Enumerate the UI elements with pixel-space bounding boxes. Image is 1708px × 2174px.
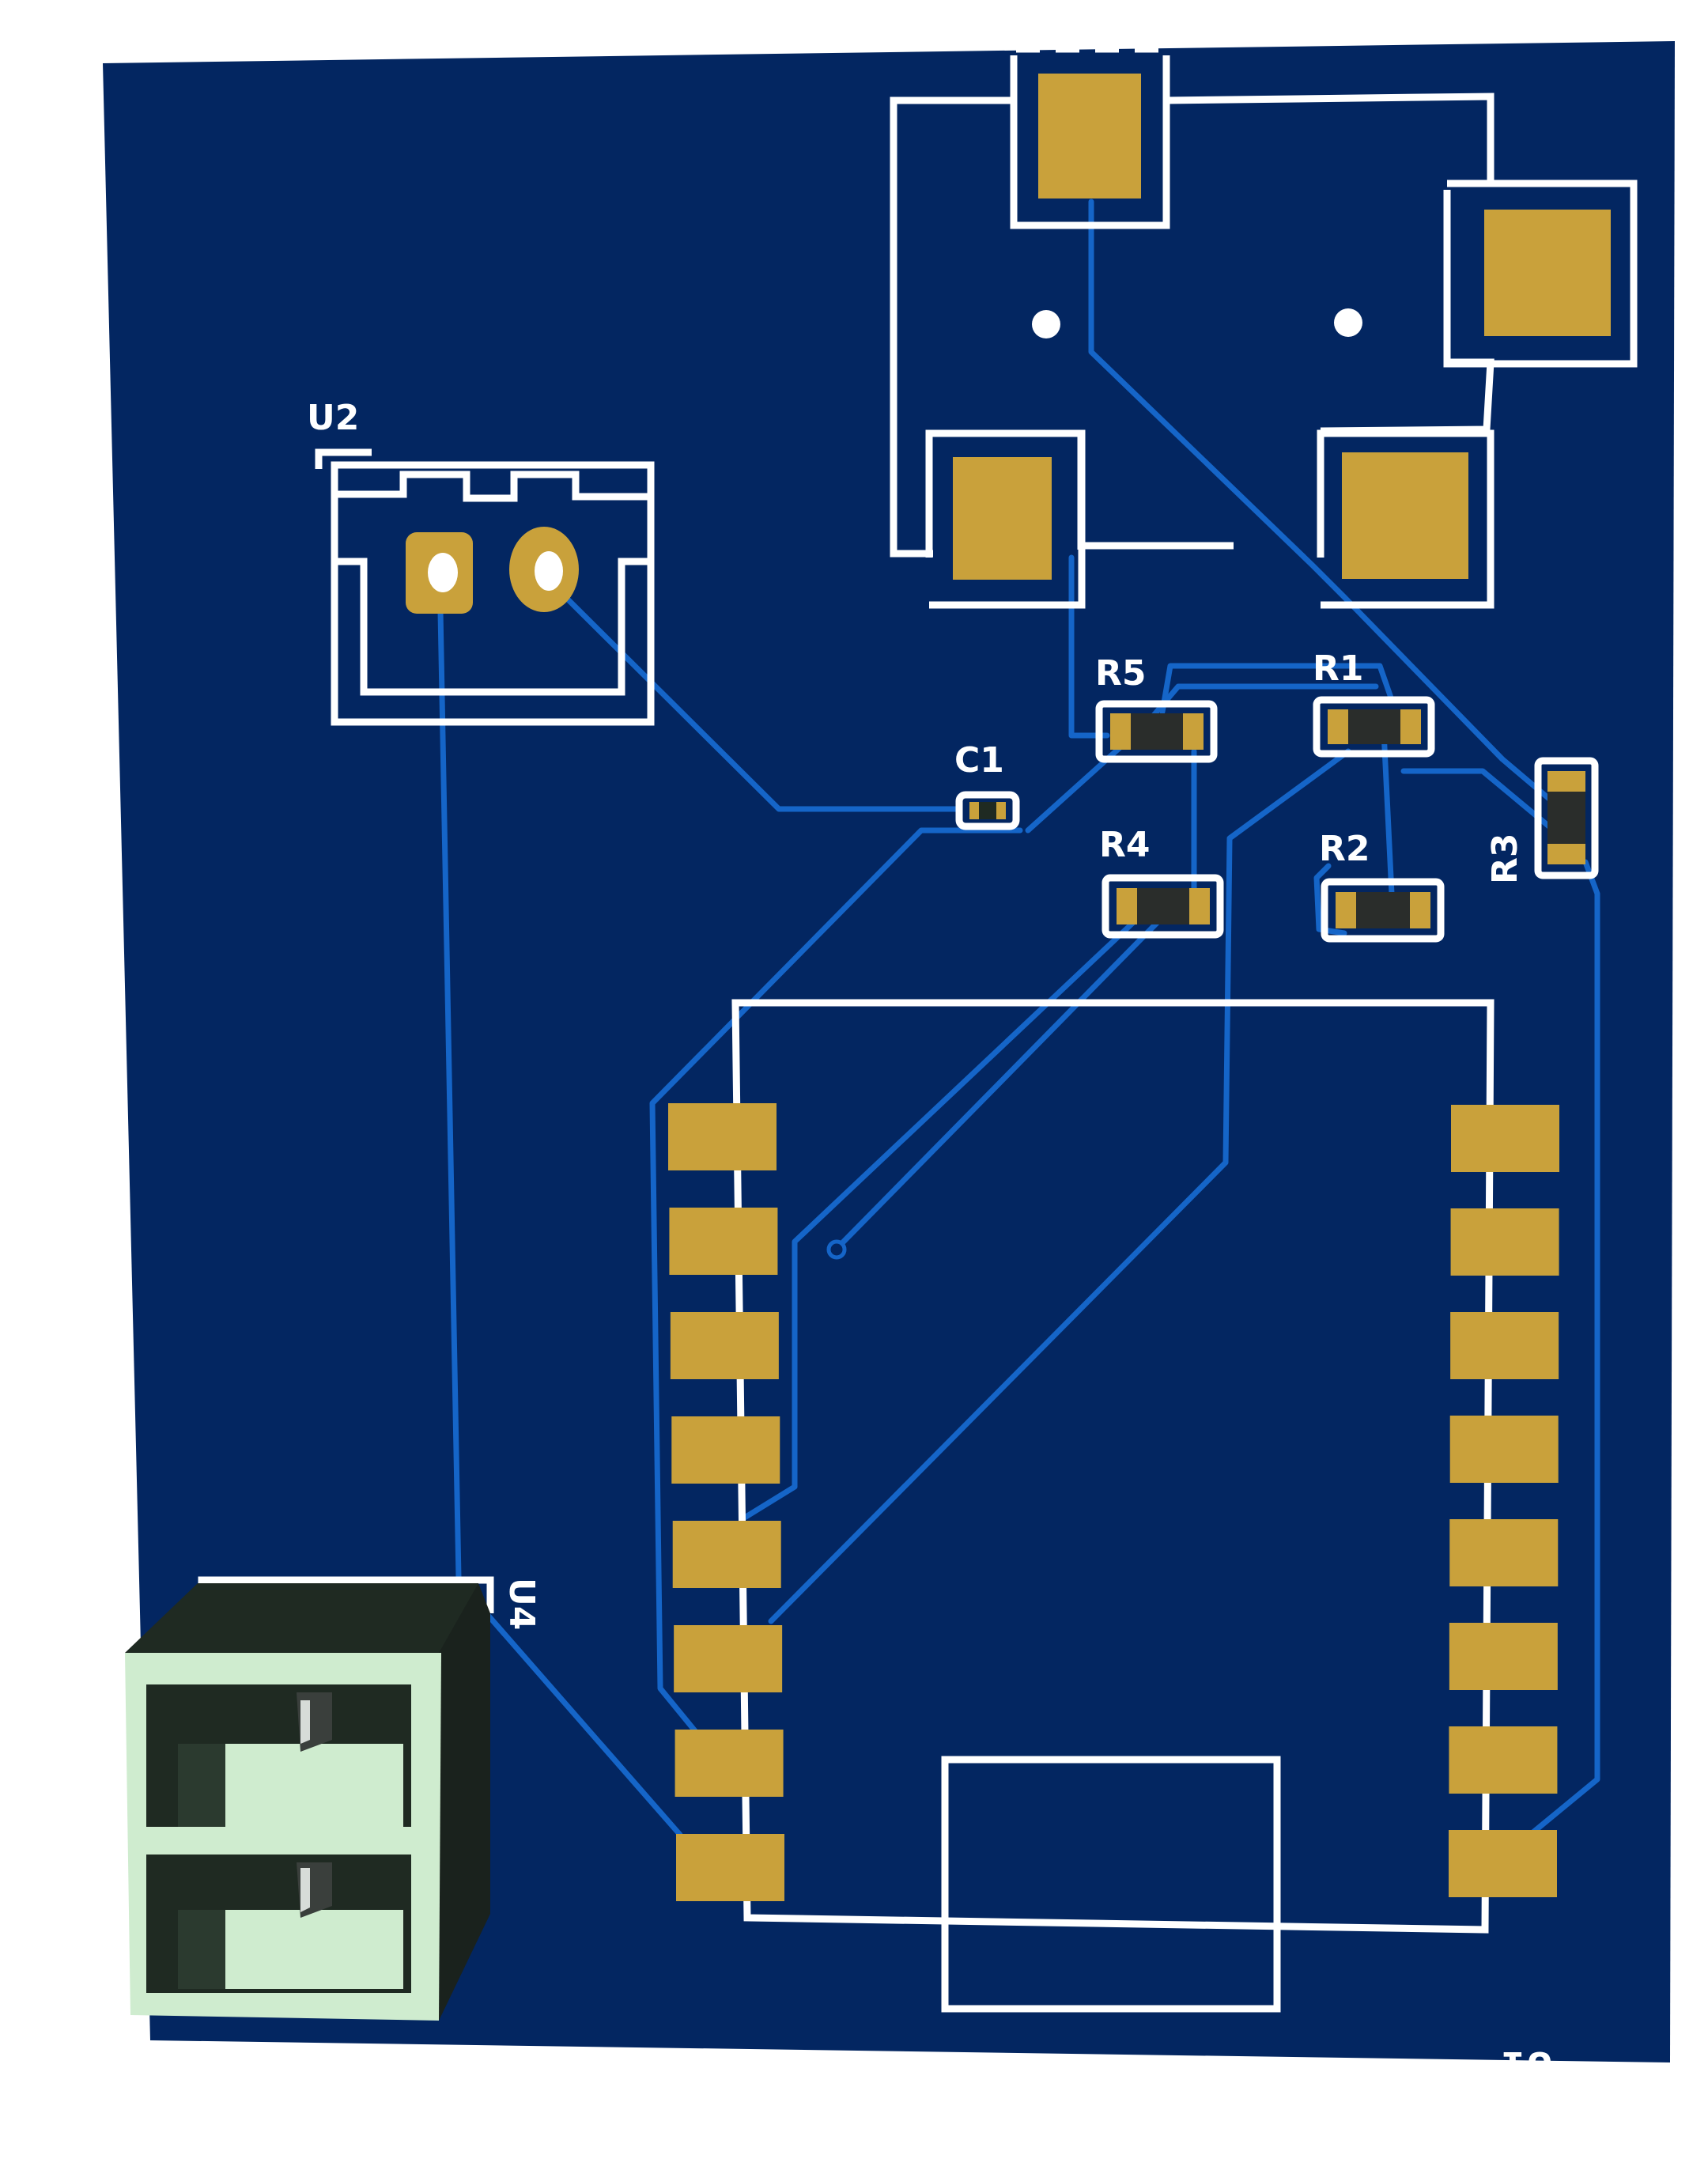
r4-resistor: R4 — [1099, 825, 1224, 939]
switch-outline — [890, 96, 1016, 558]
c1-pad — [996, 802, 1006, 819]
u4-terminal-block: U4 — [125, 1576, 542, 2021]
u2-inner — [334, 471, 651, 502]
trace — [1088, 198, 1557, 806]
u2-hole — [428, 553, 458, 592]
u1-pad — [1451, 1105, 1559, 1172]
trace — [436, 566, 462, 1581]
u4-label: U4 — [501, 1578, 542, 1630]
u1-pad — [1450, 1312, 1559, 1379]
u1-pad — [1449, 1830, 1557, 1897]
trace — [1068, 554, 1110, 739]
u4-screw-highlight — [300, 1868, 310, 1912]
u2-outline — [331, 461, 655, 726]
r1-pad — [1400, 709, 1421, 744]
u4-body-side — [439, 1583, 490, 2021]
u1-module: U1 — [731, 999, 1554, 2084]
u1-pad — [1449, 1623, 1558, 1690]
r5-pad — [1110, 713, 1131, 750]
u4-divider — [146, 1827, 411, 1851]
r3-pad — [1547, 771, 1585, 792]
u1-pad — [1449, 1416, 1559, 1483]
c1-outline — [955, 791, 1020, 830]
u4-slot-inner — [210, 1910, 403, 1989]
r1-label: R1 — [1313, 648, 1364, 689]
r4-outline — [1102, 874, 1224, 939]
r4-pad — [1189, 888, 1210, 924]
u1-pad — [670, 1312, 779, 1379]
u4-slot-shade — [178, 1744, 225, 1827]
c1-pad — [969, 802, 979, 819]
u4-body-top — [125, 1583, 478, 1653]
r4-label: R4 — [1099, 825, 1151, 865]
r4-pad — [1117, 888, 1137, 924]
trace — [483, 1610, 683, 1838]
r5-pad — [1183, 713, 1204, 750]
u1-pad — [671, 1416, 780, 1484]
u2-hole — [535, 551, 563, 591]
pad-bracket — [1443, 180, 1638, 368]
r3-pad — [1547, 844, 1585, 864]
r2-outline — [1321, 878, 1445, 943]
r3-label: R3 — [1485, 834, 1525, 885]
r2-pad — [1336, 892, 1356, 928]
u4-slot-shade — [178, 1910, 225, 1989]
r2-resistor: R2 — [1319, 829, 1445, 943]
u1-label: U1 — [1502, 2044, 1554, 2084]
r3-resistor: R3 — [1485, 757, 1599, 885]
pcb-substrate — [103, 41, 1675, 2062]
pad-bracket — [1010, 55, 1170, 229]
r1-outline — [1313, 696, 1435, 758]
u2-inner — [334, 558, 651, 696]
pad-bracket — [1317, 429, 1494, 609]
c1-label: C1 — [954, 740, 1004, 781]
r1-pad — [1328, 709, 1348, 744]
switch-pad — [1342, 452, 1468, 579]
trace — [1159, 663, 1395, 715]
pad-bracket — [925, 429, 1086, 609]
r5-resistor: R5 — [1095, 653, 1218, 763]
r5-label: R5 — [1095, 653, 1147, 694]
u1-right-pads — [1449, 1105, 1559, 1897]
switch-pad — [1484, 210, 1611, 336]
u1-pad — [674, 1625, 783, 1692]
trace — [740, 914, 1142, 1522]
r2-label: R2 — [1319, 829, 1370, 869]
u1-outline — [731, 999, 1494, 1934]
mounting-hole — [1334, 308, 1362, 337]
r3-outline — [1534, 757, 1599, 879]
trace — [833, 918, 1162, 1253]
r5-outline — [1095, 700, 1218, 763]
u1-pad — [668, 1103, 777, 1170]
via — [826, 1239, 847, 1260]
u1-antenna-outline — [941, 1756, 1281, 2013]
u1-pad — [676, 1834, 784, 1901]
tactile-switch — [890, 45, 1638, 609]
u2-connector: U2 — [307, 398, 655, 726]
u4-slot-inner — [210, 1744, 403, 1827]
trace — [649, 827, 1023, 1735]
u2-label: U2 — [307, 398, 359, 438]
u1-left-pads — [668, 1103, 784, 1901]
u1-pad — [675, 1730, 784, 1797]
switch-pad — [1038, 74, 1141, 198]
u1-pad — [672, 1521, 781, 1588]
trace — [1313, 863, 1347, 936]
u2-corner-mark — [315, 448, 372, 469]
r2-pad — [1410, 892, 1430, 928]
trace — [1400, 768, 1557, 834]
u1-pad — [1449, 1726, 1558, 1794]
u1-pad — [669, 1208, 778, 1275]
switch-pad — [953, 457, 1052, 580]
c1-capacitor: C1 — [954, 740, 1020, 830]
u1-pad — [1450, 1208, 1559, 1276]
u1-pad — [1449, 1519, 1559, 1586]
r1-resistor: R1 — [1313, 648, 1435, 758]
u4-screw-highlight — [300, 1700, 310, 1744]
mounting-hole — [1032, 310, 1060, 338]
